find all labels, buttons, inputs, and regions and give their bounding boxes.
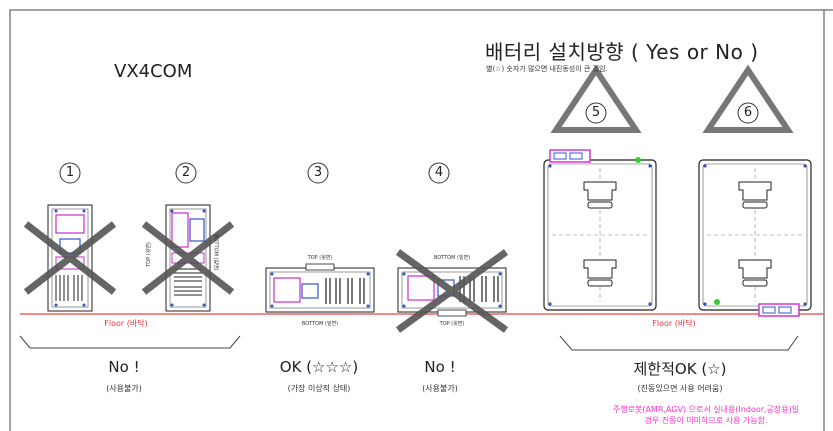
device-4-bottom-label: BOTTOM (밑면) [433, 255, 471, 261]
pink-note-line-2: 경우 진동이 미미하므로 사용 가능함. [644, 416, 768, 425]
note-group-4: (진동있으면 사용 어려움) [637, 384, 723, 393]
circle-2 [175, 162, 197, 184]
position-number-4: 4 [434, 165, 444, 180]
verdict-group-3: No ! [424, 358, 456, 376]
device-2-bottom-label: BOTTOM (밑면) [212, 234, 219, 271]
device-3-top-label: TOP (윗면) [307, 255, 333, 261]
page-frame [9, 9, 833, 431]
model-name: VX4COM [114, 61, 193, 82]
circle-1 [59, 162, 81, 184]
position-number-1: 1 [65, 165, 75, 180]
device-3 [265, 263, 375, 313]
cross-2 [141, 221, 235, 295]
position-number-6: 6 [743, 105, 753, 120]
verdict-group-2: OK (☆☆☆) [279, 358, 359, 376]
cross-4 [395, 249, 509, 333]
circle-6 [737, 102, 759, 124]
circle-3 [307, 162, 329, 184]
device-4-top-label: TOP (윗면) [439, 321, 465, 327]
device-2-top-label: TOP (윗면) [145, 242, 152, 267]
verdict-group-4: 제한적OK (☆) [633, 360, 727, 378]
device-5 [543, 149, 657, 311]
position-number-5: 5 [591, 105, 601, 120]
left-bracket [19, 335, 241, 349]
right-bracket [559, 335, 799, 351]
device-3-bottom-label: BOTTOM (밑면) [301, 321, 339, 327]
circle-5 [585, 102, 607, 124]
note-group-1: (사용불가) [106, 384, 142, 393]
floor-label-right: Floor (바닥) [652, 319, 696, 328]
device-6 [698, 159, 812, 317]
verdict-group-1: No ! [108, 358, 140, 376]
note-group-3: (사용불가) [422, 384, 458, 393]
circle-4 [428, 162, 450, 184]
position-number-3: 3 [313, 165, 323, 180]
page-title: 배터리 설치방향 ( Yes or No ) [485, 40, 759, 64]
cross-1 [23, 221, 117, 295]
position-number-2: 2 [181, 165, 191, 180]
floor-label-left: Floor (바닥) [104, 319, 148, 328]
page-subtitle: 별(☆) 숫자가 많으면 내진동성이 큰 것임. [486, 65, 608, 73]
note-group-2: (가장 이상적 상태) [287, 384, 351, 393]
pink-note-line-1: 주행로봇(AMR,AGV) 으로서 실내용(Indoor,공장용)일 [612, 405, 800, 414]
triangle-6 [702, 64, 794, 133]
triangle-5 [550, 64, 642, 133]
